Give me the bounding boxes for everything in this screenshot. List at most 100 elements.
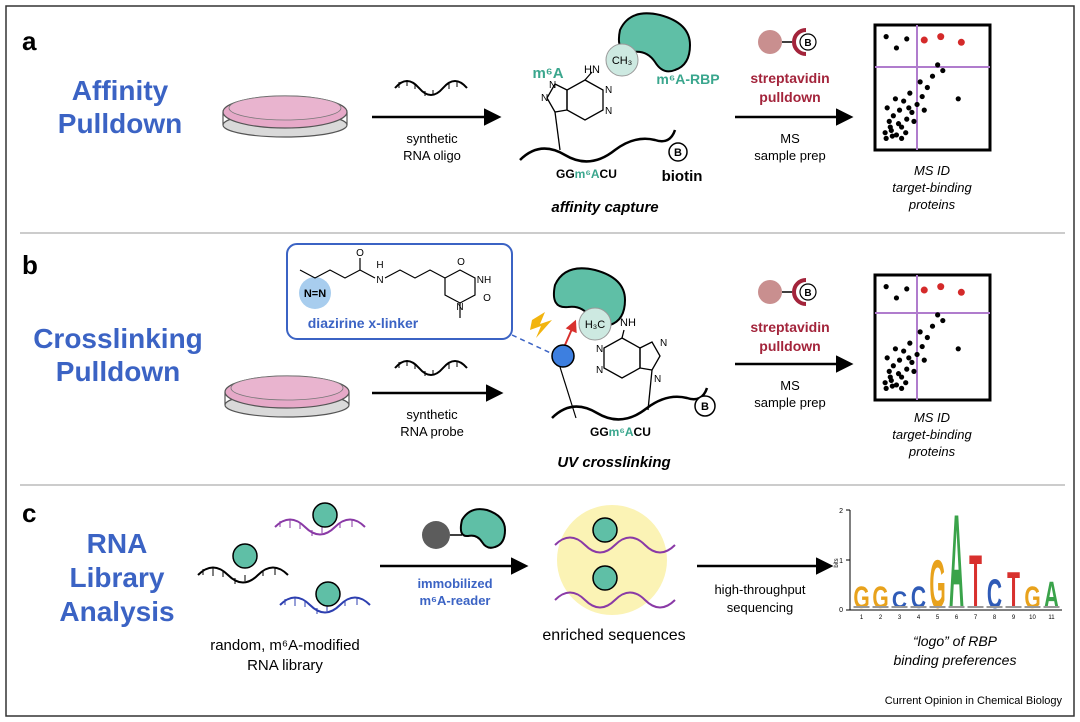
n-label-a1: N xyxy=(549,80,556,91)
reader-label-2: m⁶A-reader xyxy=(419,593,490,608)
scatter-plot-a xyxy=(873,23,992,152)
logo-ytick-2: 2 xyxy=(839,508,843,515)
panel-letter-a: a xyxy=(22,26,37,56)
logo-xtick: 8 xyxy=(993,615,997,621)
immobilized-reader-icon xyxy=(422,508,507,549)
logo-axis-label: bits xyxy=(834,558,840,567)
scatter-hit-point xyxy=(957,288,965,296)
amide-n: N xyxy=(376,275,383,286)
scatter-point xyxy=(899,385,905,391)
strep-label-b-2: pulldown xyxy=(759,338,820,354)
arrow-a1-label-2: RNA oligo xyxy=(403,148,461,163)
rna-strand-b xyxy=(551,387,709,421)
ring-o2: O xyxy=(483,293,491,304)
scatter-hit-point xyxy=(957,38,965,46)
biotin-b-b: B xyxy=(701,401,709,413)
logo-residual xyxy=(853,606,870,608)
h3c-circle-b xyxy=(578,307,612,341)
scatter-point xyxy=(895,371,902,377)
scatter-point xyxy=(903,380,909,386)
crosslinker-bead xyxy=(551,344,575,368)
arrow-a1-label-1: synthetic xyxy=(406,131,458,146)
scatter-hit-point xyxy=(937,33,945,41)
scatter-point xyxy=(890,113,896,119)
scatter-point xyxy=(896,107,903,113)
scatter-point xyxy=(921,357,927,363)
svg-text:B: B xyxy=(804,38,811,49)
scatter-point xyxy=(883,385,889,391)
scatter-point xyxy=(883,135,889,141)
logo-residual xyxy=(986,606,1003,608)
ms-label-a-2: sample prep xyxy=(754,148,826,163)
logo-ytick-0: 0 xyxy=(839,607,843,614)
logo-caption-2: binding preferences xyxy=(894,652,1017,668)
caption-b: UV crosslinking xyxy=(557,454,670,471)
logo-letter: A xyxy=(1044,575,1059,617)
logo-letter: C xyxy=(911,580,926,615)
msid-a-2: target-binding xyxy=(892,180,972,195)
adenine-structure-b xyxy=(603,329,661,411)
logo-xtick: 4 xyxy=(917,615,921,621)
scatter-point xyxy=(899,135,905,141)
scatter-point xyxy=(929,73,936,79)
rna-strand-a xyxy=(519,129,677,163)
biotin-b-a: B xyxy=(674,147,682,159)
scatter-point xyxy=(884,355,890,361)
panel-c-title-line2: Library xyxy=(70,562,165,593)
scatter-point xyxy=(940,317,946,324)
logo-xtick: 6 xyxy=(955,615,959,621)
ch3-circle-a xyxy=(605,43,639,77)
msid-a-1: MS ID xyxy=(914,163,950,178)
scatter-point xyxy=(889,383,895,389)
ring-nh: NH xyxy=(477,275,491,286)
n-label-b3: N xyxy=(660,338,667,349)
n-label-a4: N xyxy=(605,106,612,117)
logo-residual xyxy=(891,606,908,608)
scatter-point xyxy=(929,323,936,329)
scatter-point xyxy=(884,105,890,111)
logo-letter: C xyxy=(987,570,1002,617)
petri-dish-a xyxy=(222,95,348,138)
rbp-label-a: m⁶A-RBP xyxy=(656,71,719,87)
linker-dash xyxy=(511,334,556,356)
hn-label-a: HN xyxy=(584,64,600,76)
arrow-b1-label-2: RNA probe xyxy=(400,424,464,439)
logo-xtick: 3 xyxy=(898,615,902,621)
h3c-label: H₃C xyxy=(585,319,605,331)
scatter-point xyxy=(940,67,946,74)
scatter-point xyxy=(921,107,927,113)
biotin-label-a: biotin xyxy=(662,168,703,185)
scatter-point xyxy=(935,312,941,318)
n-label-a2: N xyxy=(541,93,548,104)
ring-o1: O xyxy=(457,257,465,268)
scatter-point xyxy=(904,36,910,42)
seq-label-1: high-throughput xyxy=(714,582,805,597)
panel-a: a Affinity Pulldown synthetic RNA oligo … xyxy=(22,12,992,216)
scatter-point xyxy=(904,116,910,122)
streptavidin-icon-a: B xyxy=(758,28,817,56)
scatter-point xyxy=(896,357,903,363)
logo-residual xyxy=(1005,606,1022,608)
tether-line xyxy=(559,366,577,419)
amide-h: H xyxy=(376,260,383,271)
logo-xtick: 11 xyxy=(1048,615,1055,621)
scatter-point xyxy=(955,96,961,102)
logo-xtick: 7 xyxy=(974,615,978,621)
msid-b-1: MS ID xyxy=(914,410,950,425)
logo-letter: T xyxy=(969,540,982,625)
logo-residual xyxy=(929,606,946,608)
biotin-bead-b xyxy=(694,395,716,417)
scatter-point xyxy=(893,382,900,388)
ring-n: N xyxy=(456,302,463,313)
scatter-point xyxy=(893,295,900,301)
seq-b: GGm⁶ACU xyxy=(590,425,651,439)
scatter-point xyxy=(889,133,895,139)
n-label-b1: N xyxy=(596,344,603,355)
linker-box xyxy=(286,243,513,340)
panel-c-title-line3: Analysis xyxy=(59,596,174,627)
strep-label-a-1: streptavidin xyxy=(750,70,829,86)
scatter-point xyxy=(893,45,900,51)
scatter-point xyxy=(892,96,899,102)
scatter-point xyxy=(911,118,917,124)
